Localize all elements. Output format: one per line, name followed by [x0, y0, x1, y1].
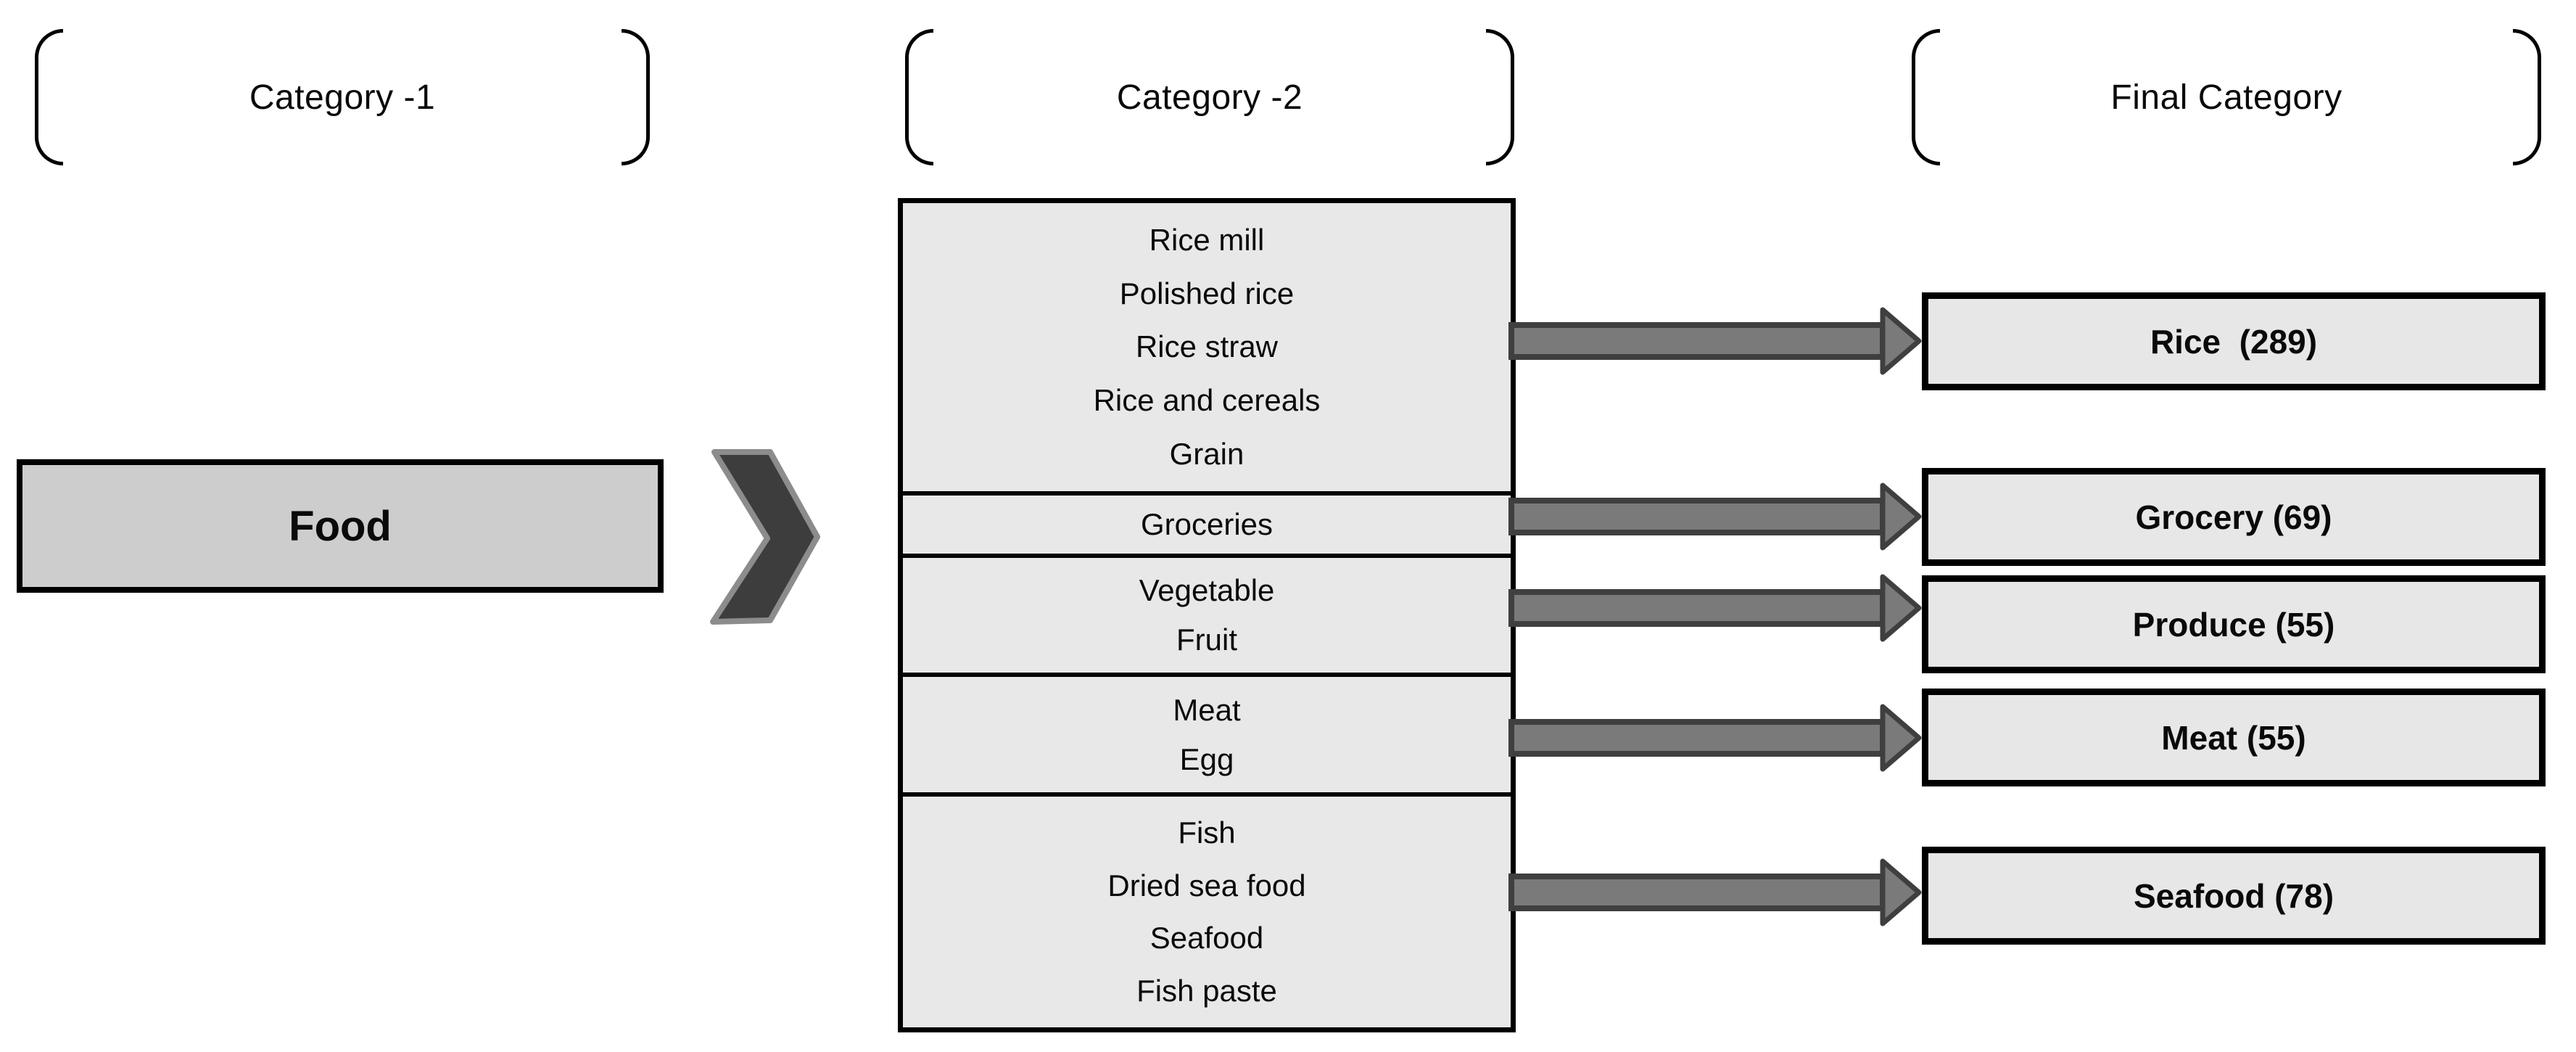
- arrow-right-icon: [1508, 568, 1922, 648]
- category2-item: Grain: [1169, 437, 1244, 472]
- final-category-label: Produce (55): [2132, 605, 2335, 644]
- column-header-final-label: Final Category: [2110, 78, 2342, 117]
- final-category-label: Meat (55): [2161, 718, 2306, 757]
- category2-item: Egg: [1179, 741, 1234, 776]
- arrow-right-icon: [1508, 852, 1922, 932]
- final-category-node: Produce (55): [1922, 575, 2546, 673]
- column-header-final: Final Category: [1912, 29, 2541, 165]
- category2-item: Meat: [1173, 692, 1241, 727]
- bracket-right-icon: [2513, 29, 2541, 165]
- arrow-right-icon: [1508, 477, 1922, 556]
- arrow-right-icon: [1508, 301, 1922, 381]
- column-header-category2-label: Category -2: [1116, 78, 1303, 117]
- chevron-right-icon: [710, 449, 820, 625]
- column-header-category2: Category -2: [905, 29, 1514, 165]
- final-category-node: Meat (55): [1922, 689, 2546, 786]
- category2-item: Rice straw: [1135, 329, 1279, 364]
- category2-item: Vegetable: [1139, 572, 1275, 607]
- final-category-node: Rice (289): [1922, 292, 2546, 390]
- category2-item: Seafood: [1149, 921, 1264, 956]
- category2-item: Groceries: [1140, 506, 1273, 541]
- bracket-left-icon: [35, 29, 63, 165]
- category2-item: Fish: [1178, 815, 1236, 850]
- column-header-category1-label: Category -1: [249, 78, 436, 117]
- category2-group-1: Groceries: [903, 491, 1511, 553]
- final-category-node: Grocery (69): [1922, 468, 2546, 566]
- source-node-food-label: Food: [289, 502, 392, 550]
- category2-item: Fish paste: [1136, 974, 1277, 1008]
- category2-item: Dried sea food: [1107, 868, 1306, 903]
- final-category-label: Rice (289): [2150, 322, 2318, 361]
- final-category-label: Seafood (78): [2133, 876, 2334, 915]
- bracket-left-icon: [905, 29, 933, 165]
- bracket-left-icon: [1912, 29, 1940, 165]
- category2-item: Polished rice: [1119, 276, 1295, 311]
- final-category-node: Seafood (78): [1922, 847, 2546, 945]
- category2-item: Fruit: [1176, 622, 1237, 657]
- arrow-right-icon: [1508, 698, 1922, 778]
- source-node-food: Food: [17, 459, 664, 593]
- bracket-right-icon: [622, 29, 650, 165]
- category2-item: Rice mill: [1149, 222, 1265, 257]
- column-header-category1: Category -1: [35, 29, 650, 165]
- category2-item: Rice and cereals: [1093, 383, 1321, 418]
- bracket-right-icon: [1486, 29, 1514, 165]
- final-category-label: Grocery (69): [2135, 498, 2332, 536]
